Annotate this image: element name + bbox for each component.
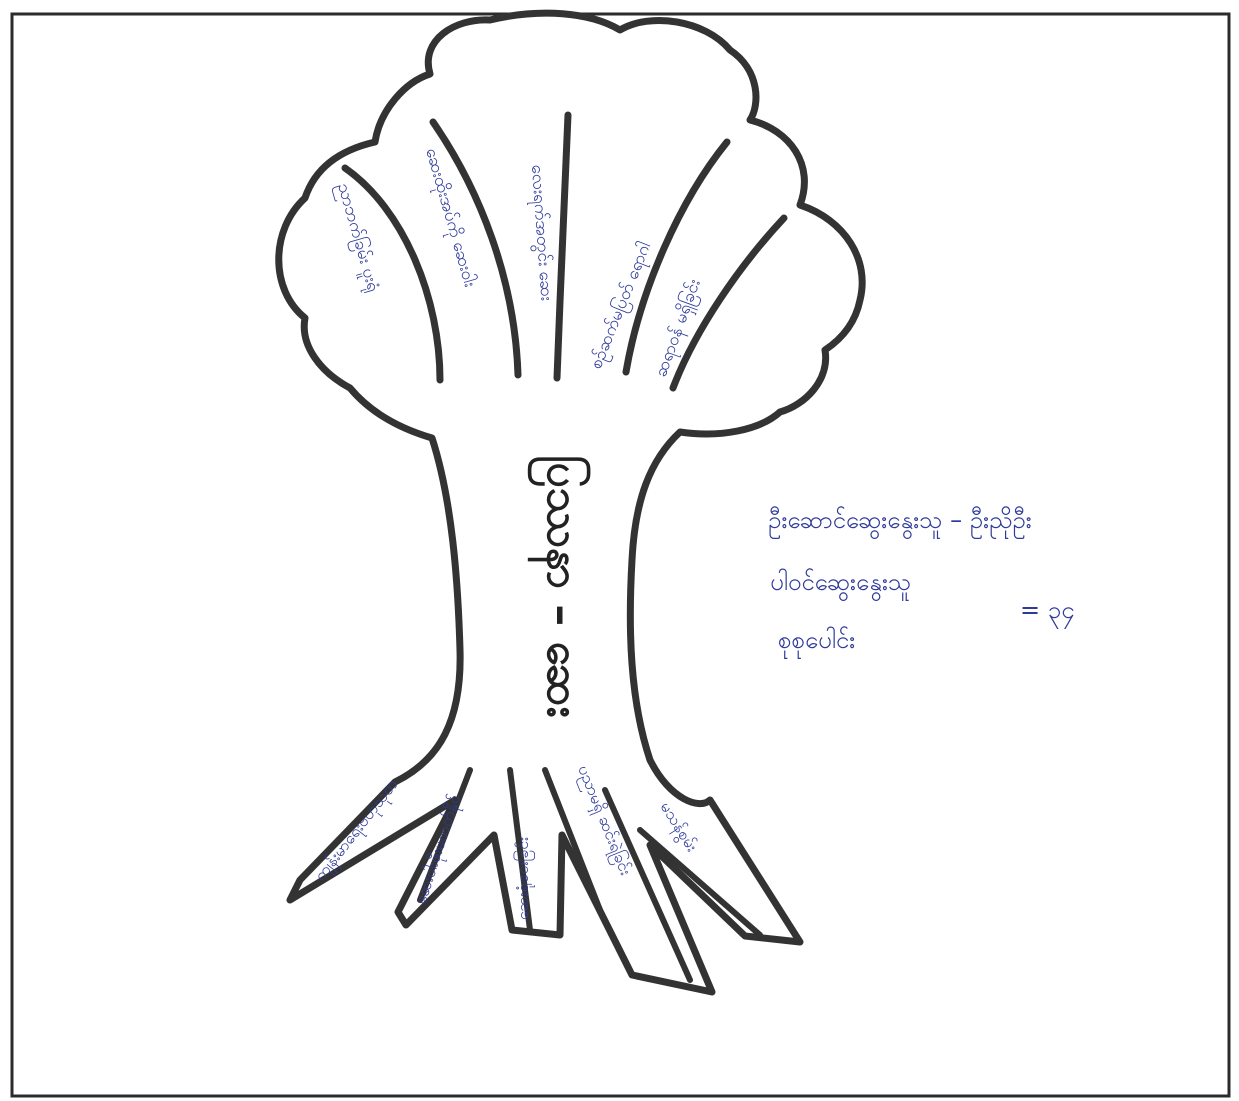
note-total-value: = ၃၄ <box>1020 596 1075 629</box>
branch-line-3 <box>557 115 568 378</box>
root-label-3: ဆေးရုံဝေးခြင်း <box>513 837 535 920</box>
root-label-1: ကျန်းမာရေးဗဟုသုတ <box>310 775 404 887</box>
trunk-title: ပြဿနာ – ဆေး <box>527 455 590 718</box>
branch-line-2 <box>433 122 518 375</box>
branch-label-3: လေးရက်အတွင်း ဆေး <box>524 164 556 302</box>
note-facilitator: ဦးဆောင်ဆွေးနွေးသူ – ဦးညိုဦး <box>768 505 1032 540</box>
note-participants-label: ပါဝင်ဆွေးနွေးသူ <box>770 567 911 602</box>
note-total-label: စုစုပေါင်း <box>778 625 855 659</box>
page-border <box>12 14 1229 1096</box>
branch-label-2: ဆေးထိုးအပ်ကို ဆေးဝါး <box>418 146 481 291</box>
branch-label-4: စဉ်ဆက်မပြတ် ရောဂါ <box>584 239 658 373</box>
